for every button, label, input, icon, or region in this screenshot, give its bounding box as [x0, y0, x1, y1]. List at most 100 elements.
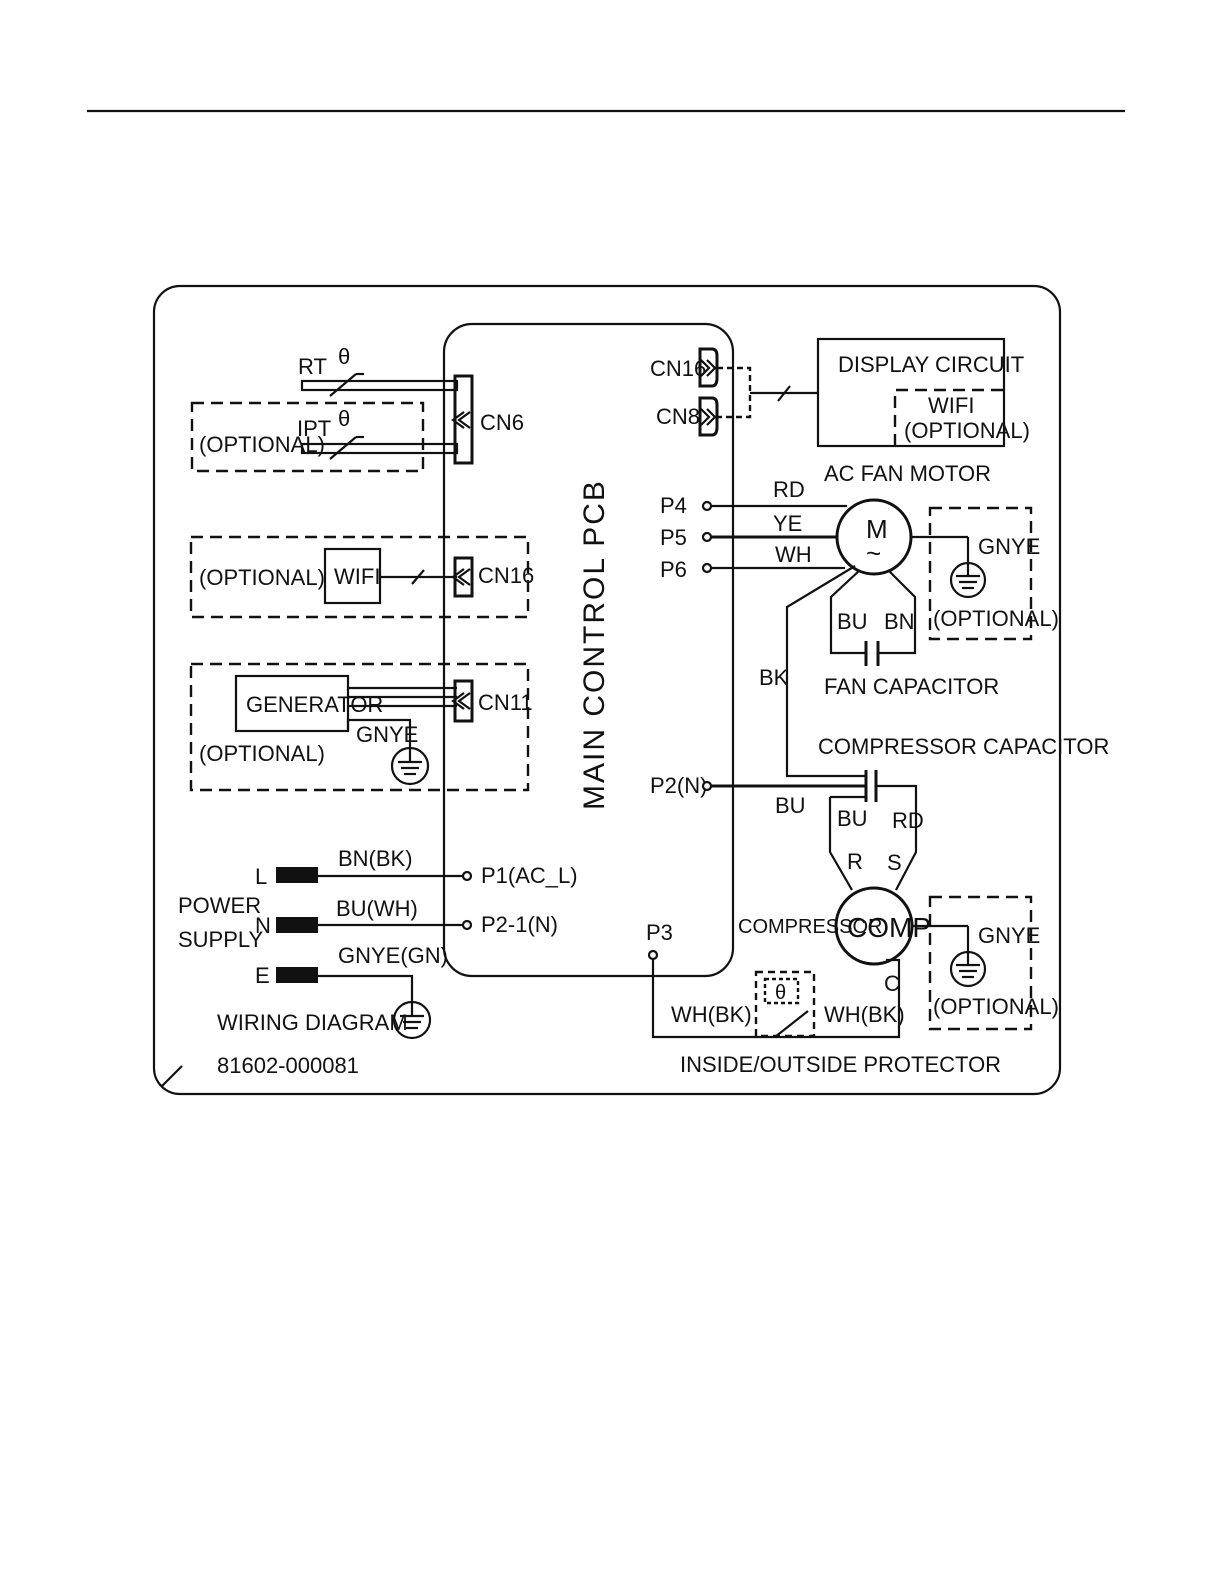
p4-label: P4 — [660, 493, 687, 518]
comp-ground-optional-label: (OPTIONAL) — [933, 994, 1059, 1019]
rd-label: RD — [773, 477, 805, 502]
cn6-label: CN6 — [480, 410, 524, 435]
earth-ground-icon — [392, 1000, 432, 1040]
cn16-left-connector — [453, 556, 474, 598]
wifi-module-label: WIFI — [334, 564, 380, 589]
protector-wh-bk-right: WH(BK) — [824, 1002, 905, 1027]
generator-ground-wire — [346, 718, 412, 748]
p6-terminal-dot — [701, 562, 713, 574]
generator-optional-label: (OPTIONAL) — [199, 741, 325, 766]
fan-ground-optional-label: (OPTIONAL) — [933, 606, 1059, 631]
protector-box — [754, 970, 816, 1038]
e-terminal-label: E — [255, 963, 270, 988]
main-control-pcb-box — [442, 322, 735, 978]
p3-terminal-dot — [647, 949, 659, 961]
fan-cap-bn-wire — [878, 569, 917, 655]
generator-label: GENERATOR — [246, 692, 383, 717]
p3-protector-wire — [651, 958, 901, 1039]
p21-terminal-dot — [461, 919, 473, 931]
comp-ground-gnye-label: GNYE — [978, 923, 1040, 948]
generator-ground-icon — [390, 746, 430, 786]
comp-bu-label: BU — [837, 806, 868, 831]
wifi-optional-label: (OPTIONAL) — [199, 565, 325, 590]
p2n-bu-label: BU — [775, 793, 806, 818]
p21-label: P2-1(N) — [481, 912, 558, 937]
fan-cap-bn-label: BN — [884, 609, 915, 634]
ac-fan-motor-label: AC FAN MOTOR — [824, 461, 991, 486]
fan-ground-gnye-label: GNYE — [978, 534, 1040, 559]
n-terminal — [276, 917, 318, 933]
generator-box — [234, 674, 350, 733]
cn11-connector — [453, 679, 474, 723]
display-wifi-optional-label: (OPTIONAL) — [904, 418, 1030, 443]
ipt-label: IPT — [297, 416, 331, 441]
e-terminal — [276, 967, 318, 983]
generator-optional-box — [189, 662, 530, 792]
bu-wh-label: BU(WH) — [336, 896, 418, 921]
p2n-label: P2(N) — [650, 773, 707, 798]
bn-bk-label: BN(BK) — [338, 846, 413, 871]
ipt-theta-label: θ — [338, 406, 350, 431]
bk-wire — [785, 565, 866, 778]
ipt-thermistor-mark — [329, 436, 357, 460]
compressor-label: COMPRESSOR — [738, 916, 882, 938]
wiring-diagram-title: WIRING DIAGRAM — [217, 1010, 408, 1035]
protector-wh-bk-left: WH(BK) — [671, 1002, 752, 1027]
display-circuit-box — [816, 337, 1006, 448]
p1-terminal-dot — [461, 870, 473, 882]
p4-terminal-dot — [701, 500, 713, 512]
comp-c-label: C — [884, 971, 900, 996]
comp-ground-optional-box — [928, 895, 1033, 1031]
display-circuit-label: DISPLAY CIRCUIT — [838, 352, 1024, 377]
fan-motor-tilde-label: ~ — [866, 538, 881, 568]
p6-label: P6 — [660, 557, 687, 582]
fan-motor-m-label: M — [866, 514, 888, 544]
ipt-optional-box — [190, 401, 425, 473]
n-terminal-label: N — [255, 913, 271, 938]
l-terminal-label: L — [255, 864, 267, 889]
bk-label: BK — [759, 665, 789, 690]
wh-label: WH — [775, 542, 812, 567]
cn16-right-label: CN16 — [650, 356, 706, 381]
protector-label: INSIDE/OUTSIDE PROTECTOR — [680, 1052, 1001, 1077]
diagram-number: 81602-000081 — [217, 1053, 359, 1078]
e-wire — [318, 974, 414, 1002]
fan-cap-bu-label: BU — [837, 609, 868, 634]
gnye-gn-label: GNYE(GN) — [338, 943, 448, 968]
comp-r-label: R — [847, 849, 863, 874]
cn16-right-connector — [698, 347, 719, 388]
p1-label: P1(AC_L) — [481, 863, 578, 888]
ye-label: YE — [773, 511, 802, 536]
main-control-pcb-label: MAIN CONTROL PCB — [578, 479, 611, 810]
power-label: POWER — [178, 893, 261, 918]
p2n-terminal-dot — [701, 780, 713, 792]
cn8-connector — [698, 396, 719, 437]
rt-sensor-wire — [300, 379, 459, 392]
frame-corner-mark — [160, 1065, 183, 1088]
supply-label: SUPPLY — [178, 927, 264, 952]
comp-rd-label: RD — [892, 808, 924, 833]
ipt-sensor-wire — [300, 442, 459, 455]
comp-s-label: S — [887, 850, 902, 875]
l-terminal — [276, 867, 318, 883]
protector-thermal-element — [763, 977, 800, 1005]
comp-rd-wire — [876, 784, 918, 891]
comp-ground-icon — [949, 950, 987, 988]
p5-label: P5 — [660, 525, 687, 550]
compressor-capacitor-label: COMPRESSOR CAPACITOR — [818, 734, 1109, 759]
p5-terminal-dot — [701, 531, 713, 543]
p3-label: P3 — [646, 920, 673, 945]
rt-theta-label: θ — [338, 344, 350, 369]
fan-cap-bu-wire — [829, 569, 866, 655]
diagram-frame — [152, 284, 1062, 1096]
protector-theta-label: θ — [775, 982, 786, 1004]
display-wifi-label: WIFI — [928, 393, 974, 418]
protector-switch — [774, 1010, 809, 1038]
cn8-label: CN8 — [656, 404, 700, 429]
rt-label: RT — [298, 354, 327, 379]
comp-label: COMP — [847, 912, 931, 943]
rt-thermistor-mark — [329, 373, 357, 397]
cn11-label: CN11 — [478, 690, 533, 715]
comp-bu-wire — [828, 797, 853, 891]
